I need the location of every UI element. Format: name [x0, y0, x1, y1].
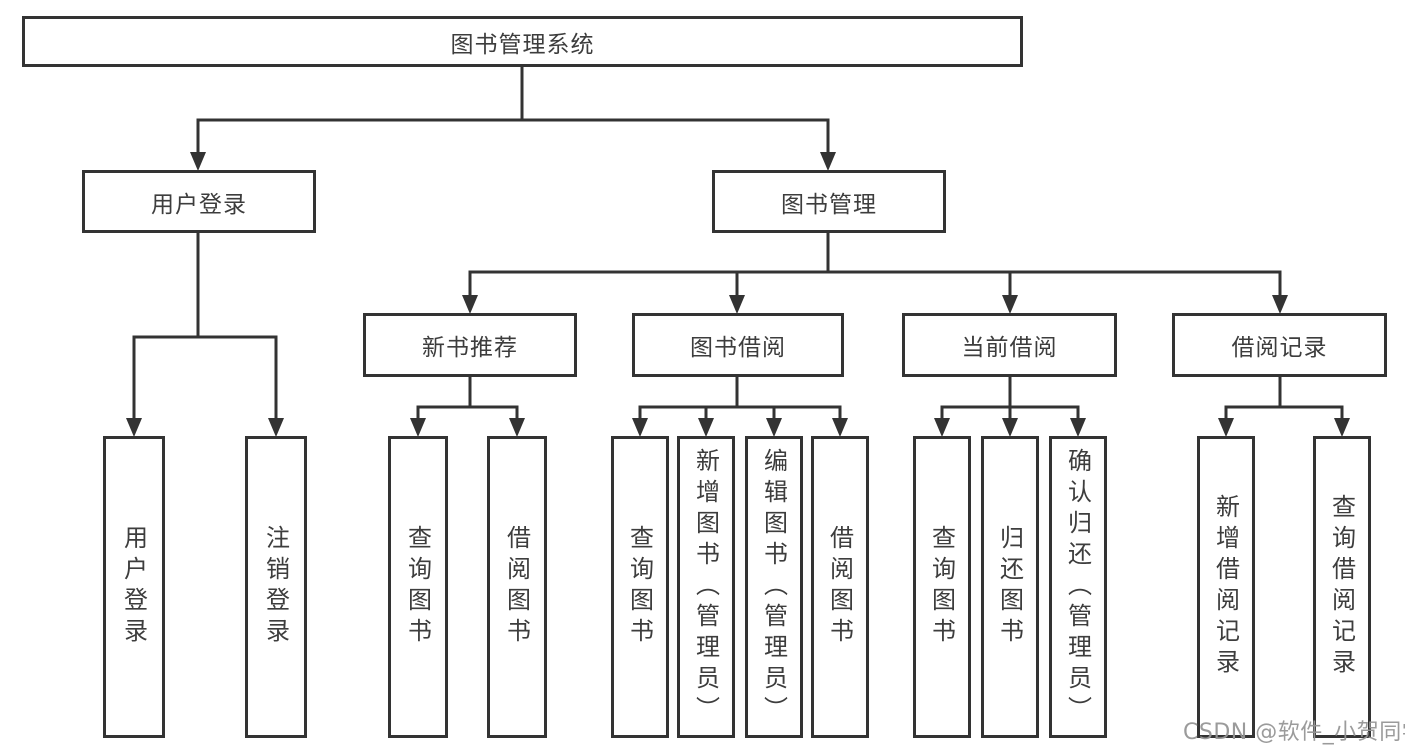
leaf-borrow-books-borrowing: 借阅图书 [811, 436, 869, 738]
leaf-logout: 注销登录 [245, 436, 307, 738]
node-book-management: 图书管理 [712, 170, 946, 233]
node-book-borrowing: 图书借阅 [632, 313, 844, 377]
node-label: 图书借阅 [690, 335, 786, 361]
node-label: 归还图书 [995, 525, 1024, 649]
node-label: 查询图书 [625, 525, 654, 649]
leaf-query-books-recommend: 查询图书 [388, 436, 448, 738]
node-label: 编辑图书（管理员） [759, 447, 788, 727]
leaf-confirm-return-admin: 确认归还（管理员） [1049, 436, 1107, 738]
node-label: 新增借阅记录 [1211, 494, 1240, 680]
leaf-user-login: 用户登录 [103, 436, 165, 738]
node-label: 借阅记录 [1231, 335, 1328, 361]
node-new-book-recommendation: 新书推荐 [363, 313, 577, 377]
node-label: 当前借阅 [961, 335, 1058, 361]
node-label: 图书管理系统 [450, 31, 595, 58]
node-label: 查询借阅记录 [1327, 494, 1356, 680]
node-user-login: 用户登录 [82, 170, 316, 233]
node-label: 图书管理 [781, 191, 877, 218]
node-label: 查询图书 [403, 525, 432, 649]
node-label: 确认归还（管理员） [1063, 447, 1092, 727]
leaf-query-books-current: 查询图书 [913, 436, 971, 738]
node-current-borrowing: 当前借阅 [902, 313, 1117, 377]
leaf-return-books: 归还图书 [981, 436, 1039, 738]
node-label: 注销登录 [261, 525, 290, 649]
node-label: 用户登录 [151, 191, 247, 218]
node-label: 借阅图书 [825, 525, 854, 649]
node-library-management-system: 图书管理系统 [22, 16, 1023, 67]
csdn-watermark: CSDN @软件_小贺同学 [1183, 720, 1405, 745]
node-label: 新增图书（管理员） [691, 447, 720, 727]
leaf-borrow-books-recommend: 借阅图书 [487, 436, 547, 738]
leaf-add-borrow-record: 新增借阅记录 [1197, 436, 1255, 738]
node-label: 新书推荐 [422, 335, 518, 361]
node-label: 借阅图书 [502, 525, 531, 649]
leaf-add-books-admin: 新增图书（管理员） [677, 436, 735, 738]
node-label: 查询图书 [927, 525, 956, 649]
node-label: 用户登录 [119, 525, 148, 649]
leaf-query-borrow-record: 查询借阅记录 [1313, 436, 1371, 738]
leaf-edit-books-admin: 编辑图书（管理员） [745, 436, 803, 738]
leaf-query-books-borrowing: 查询图书 [611, 436, 669, 738]
node-borrowing-records: 借阅记录 [1172, 313, 1387, 377]
